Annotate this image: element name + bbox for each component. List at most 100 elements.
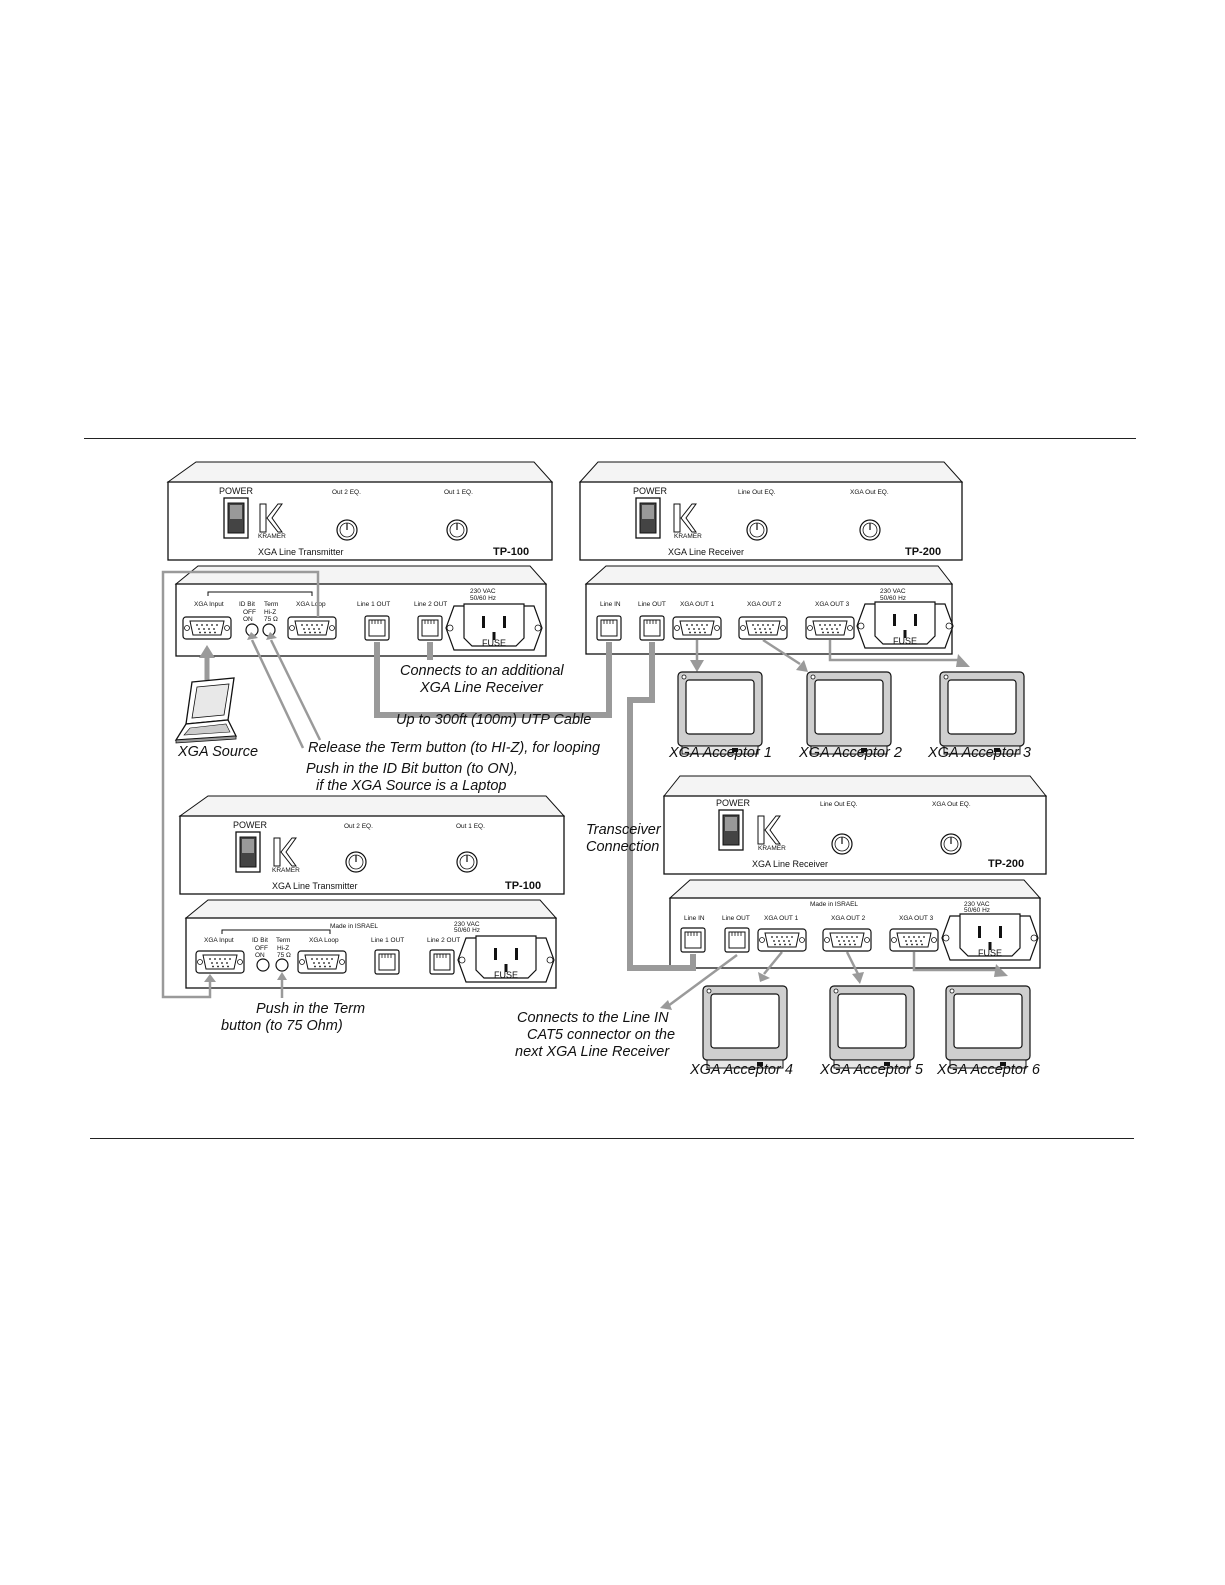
xga-out1-port[interactable] xyxy=(672,616,722,640)
hz-label: 50/60 Hz xyxy=(454,927,480,934)
xga-out3-port[interactable] xyxy=(889,928,939,952)
monitor-1-icon xyxy=(677,671,763,755)
id-bit-button[interactable] xyxy=(256,958,270,972)
xga-out2-port[interactable] xyxy=(822,928,872,952)
line1-out-label: Line 1 OUT xyxy=(371,937,404,944)
xga-input-port[interactable] xyxy=(195,950,245,974)
brand-label: KRAMER xyxy=(758,845,786,852)
line-in-label: Line IN xyxy=(684,915,705,922)
xga-loop-port[interactable] xyxy=(297,950,347,974)
hz-label: 50/60 Hz xyxy=(470,595,496,602)
power-label: POWER xyxy=(716,798,751,808)
brand-label: KRAMER xyxy=(258,533,286,540)
xga-loop-port[interactable] xyxy=(287,616,337,640)
monitor-4-icon xyxy=(702,985,788,1069)
term-button[interactable] xyxy=(275,958,289,972)
xga-out3-port[interactable] xyxy=(805,616,855,640)
xga-out-eq-knob[interactable] xyxy=(859,519,881,541)
monitor-3-icon xyxy=(939,671,1025,755)
acceptor-2-caption: XGA Acceptor 2 xyxy=(798,745,902,761)
line2-out-port[interactable] xyxy=(429,949,455,975)
line-out-port[interactable] xyxy=(724,927,750,953)
out2-eq-knob[interactable] xyxy=(345,851,367,873)
transceiver-cable xyxy=(627,642,696,971)
tp100-front-bottom: POWER KRAMER Out 2 EQ. Out 1 EQ. XGA Lin… xyxy=(178,795,566,895)
xga-input-label: XGA Input xyxy=(204,937,234,944)
model-label: TP-100 xyxy=(493,546,529,558)
line-out-label: Line OUT xyxy=(722,915,750,922)
utp-cable-caption: Up to 300ft (100m) UTP Cable xyxy=(396,712,591,728)
xga-input-port[interactable] xyxy=(182,616,232,640)
xga-out2-port[interactable] xyxy=(738,616,788,640)
on-label: ON xyxy=(243,616,253,623)
xga-out1-port[interactable] xyxy=(757,928,807,952)
xga-loop-label: XGA Loop xyxy=(309,937,339,944)
utp-cable xyxy=(374,642,612,718)
power-label: POWER xyxy=(219,486,254,496)
tp100-rear-top: XGA Input ID Bit Term OFF ON Hi-Z 75 Ω X… xyxy=(174,565,548,657)
power-switch[interactable] xyxy=(718,809,744,851)
xga-source-caption: XGA Source xyxy=(177,744,258,760)
hiz-label: Hi-Z xyxy=(264,609,276,616)
line-out-eq-knob[interactable] xyxy=(831,833,853,855)
id-bit-label: ID Bit xyxy=(252,937,268,944)
line1-out-port[interactable] xyxy=(364,615,390,641)
loop-cable xyxy=(161,570,320,999)
line-out-port[interactable] xyxy=(639,615,665,641)
vac-label: 230 VAC xyxy=(880,588,906,595)
device-name: XGA Line Receiver xyxy=(752,859,828,869)
fuse-label: FUSE xyxy=(482,638,506,648)
line-in-label: Line IN xyxy=(600,601,621,608)
release-term-caption: Release the Term button (to HI-Z), for l… xyxy=(308,740,600,756)
transceiver-caption: Transceiver xyxy=(586,822,662,838)
fuse-label: FUSE xyxy=(978,948,1002,958)
id-bit-label: ID Bit xyxy=(239,601,255,608)
tp100-front-top: POWER KRAMER Out 2 EQ. Out 1 EQ. XGA Lin… xyxy=(166,461,554,561)
xga-out2-label: XGA OUT 2 xyxy=(831,915,866,922)
tp100-rear-bottom: Made in ISRAEL XGA Input ID Bit Term OFF… xyxy=(184,899,558,989)
out1-eq-knob[interactable] xyxy=(456,851,478,873)
model-label: TP-100 xyxy=(505,880,541,892)
xga-out-eq-knob[interactable] xyxy=(940,833,962,855)
out1-eq-knob[interactable] xyxy=(446,519,468,541)
out2-eq-label: Out 2 EQ. xyxy=(332,489,361,496)
monitor-5-icon xyxy=(829,985,915,1069)
brand-label: KRAMER xyxy=(674,533,702,540)
tp200-front-bottom: POWER KRAMER Line Out EQ. XGA Out EQ. XG… xyxy=(662,775,1048,875)
ohm75-label: 75 Ω xyxy=(264,616,278,623)
acceptor-3-caption: XGA Acceptor 3 xyxy=(927,745,1031,761)
xga-out2-label: XGA OUT 2 xyxy=(747,601,782,608)
line1-out-label: Line 1 OUT xyxy=(357,601,390,608)
line1-out-port[interactable] xyxy=(374,949,400,975)
fuse-label: FUSE xyxy=(893,636,917,646)
acceptor-1-caption: XGA Acceptor 1 xyxy=(668,745,772,761)
brand-label: KRAMER xyxy=(272,867,300,874)
transceiver-caption-2: Connection xyxy=(586,839,659,855)
line-in-caption: Connects to the Line IN xyxy=(517,1010,669,1026)
top-divider xyxy=(84,438,1136,439)
hz-label: 50/60 Hz xyxy=(880,595,906,602)
vac-label: 230 VAC xyxy=(964,901,990,908)
line2-out-label: Line 2 OUT xyxy=(427,937,460,944)
device-name: XGA Line Receiver xyxy=(668,547,744,557)
out2-eq-label: Out 2 EQ. xyxy=(344,823,373,830)
line-out-eq-knob[interactable] xyxy=(746,519,768,541)
vac-label: 230 VAC xyxy=(470,588,496,595)
line-in-port[interactable] xyxy=(680,927,706,953)
line2-out-port[interactable] xyxy=(417,615,443,641)
push-id-caption-2: if the XGA Source is a Laptop xyxy=(316,778,507,794)
line-in-port[interactable] xyxy=(596,615,622,641)
out2-eq-knob[interactable] xyxy=(336,519,358,541)
xga-input-label: XGA Input xyxy=(194,601,224,608)
monitor-2-icon xyxy=(806,671,892,755)
xga-out3-label: XGA OUT 3 xyxy=(815,601,850,608)
power-switch[interactable] xyxy=(223,497,249,539)
additional-receiver-caption-2: XGA Line Receiver xyxy=(419,680,544,696)
device-name: XGA Line Transmitter xyxy=(272,881,358,891)
line-in-caption-2: CAT5 connector on the xyxy=(527,1027,675,1043)
power-switch[interactable] xyxy=(235,831,261,873)
power-switch[interactable] xyxy=(635,497,661,539)
xga-out1-label: XGA OUT 1 xyxy=(764,915,799,922)
line-in-caption-3: next XGA Line Receiver xyxy=(515,1044,670,1060)
